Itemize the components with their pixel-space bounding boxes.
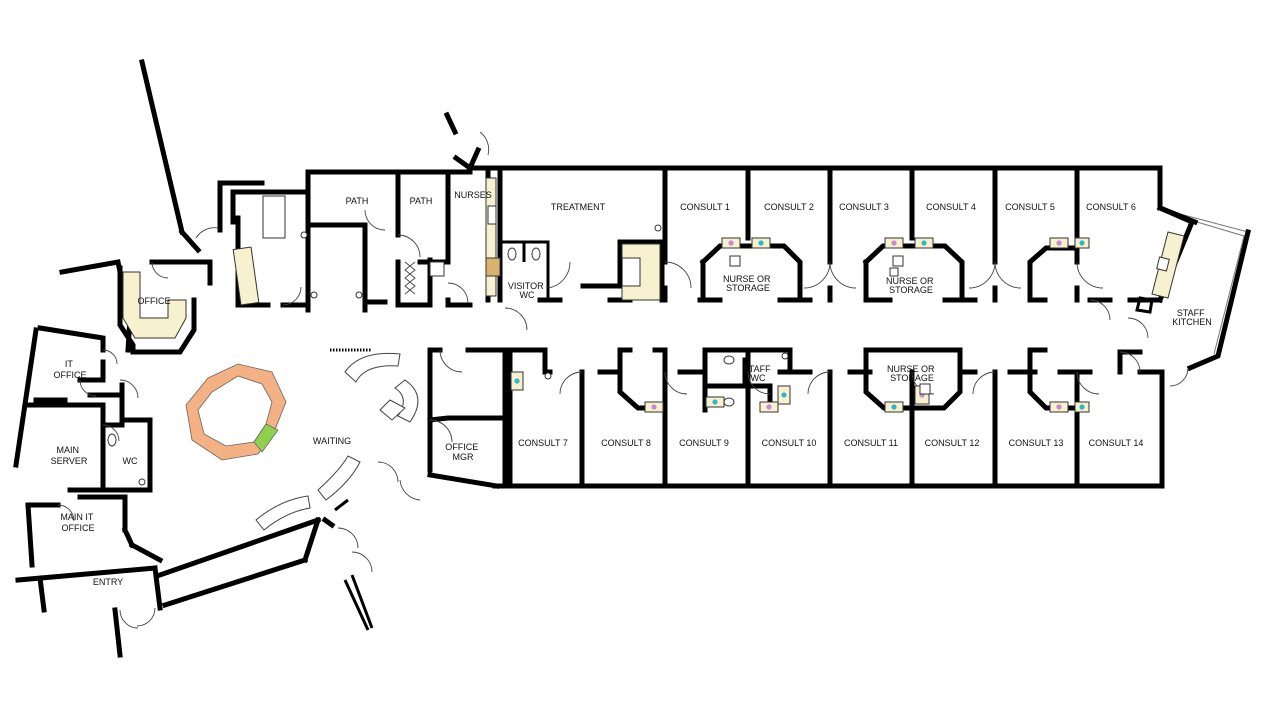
consult-8-label: CONSULT 8 — [601, 438, 651, 448]
top-row-walls — [497, 165, 1113, 303]
waiting-sofas — [255, 352, 419, 531]
consult-12-label: CONSULT 12 — [925, 438, 980, 448]
consult-13-label: CONSULT 13 — [1009, 438, 1064, 448]
consult-14-label: CONSULT 14 — [1089, 438, 1144, 448]
consult-9-label: CONSULT 9 — [679, 438, 729, 448]
consult-5-label: CONSULT 5 — [1005, 202, 1055, 212]
nurse-storage-2-label: NURSE OR STORAGE — [886, 276, 936, 295]
consult-11-label: CONSULT 11 — [844, 438, 898, 448]
consult-3-label: CONSULT 3 — [839, 202, 889, 212]
desk-pairs — [510, 237, 1090, 413]
consult-7-label: CONSULT 7 — [518, 438, 568, 448]
staff-kitchen-label: STAFF KITCHEN — [1172, 308, 1212, 327]
consult-6-label: CONSULT 6 — [1086, 202, 1136, 212]
nurse-storage-1-label: NURSE OR STORAGE — [723, 274, 773, 293]
room-labels: PATH PATH NURSES TREATMENT CONSULT 1 CON… — [51, 190, 1212, 587]
consult-2-label: CONSULT 2 — [764, 202, 814, 212]
path-1-label: PATH — [346, 196, 369, 206]
reception-desk — [185, 363, 287, 461]
office-label: OFFICE — [138, 296, 171, 306]
bottom-row-walls — [507, 347, 1165, 489]
it-office-label: IT OFFICE — [54, 359, 87, 380]
fixtures — [107, 177, 1185, 486]
door-swings — [57, 131, 1189, 629]
consult-1-label: CONSULT 1 — [680, 202, 730, 212]
waiting-walls — [330, 347, 508, 631]
north-service-walls — [217, 111, 491, 313]
west-wing-walls — [13, 58, 336, 658]
nurses-label: NURSES — [454, 190, 492, 200]
consult-4-label: CONSULT 4 — [926, 202, 976, 212]
waiting-label: WAITING — [313, 436, 351, 446]
main-server-label: MAIN SERVER — [51, 445, 88, 466]
treatment-label: TREATMENT — [551, 202, 606, 212]
visitor-wc-label: VISITOR WC — [508, 281, 546, 300]
path-2-label: PATH — [410, 196, 433, 206]
wc-label: WC — [123, 456, 138, 466]
nurse-storage-3-label: NURSE OR STORAGE — [887, 364, 937, 383]
office-mgr-label: OFFICE MGR — [445, 442, 481, 462]
consult-10-label: CONSULT 10 — [762, 438, 817, 448]
main-it-office-label: MAIN IT OFFICE — [60, 512, 95, 533]
staff-wc-label: STAFF WC — [743, 364, 773, 383]
entry-label: ENTRY — [93, 577, 123, 587]
